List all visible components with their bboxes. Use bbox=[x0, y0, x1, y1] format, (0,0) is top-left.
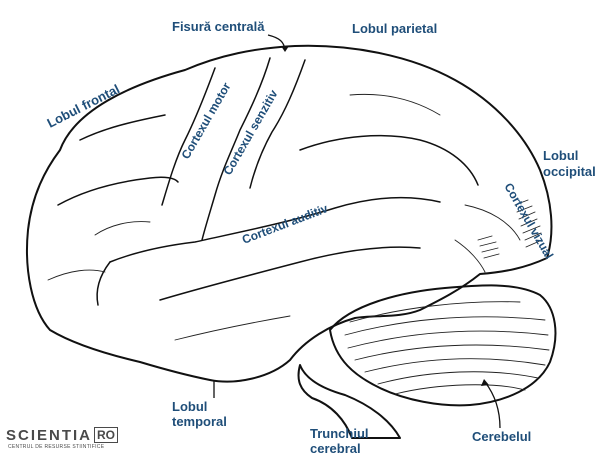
cerebelul-pointer bbox=[484, 381, 501, 429]
lunate-sulcus bbox=[454, 239, 486, 273]
label-fisura-centrala: Fisură centrală bbox=[172, 19, 265, 34]
inferior-temporal-sulcus bbox=[174, 315, 291, 341]
label-lobul-frontal: Lobul frontal bbox=[45, 81, 123, 130]
label-lobul-temporal-2: temporal bbox=[172, 414, 227, 429]
frontal-sulcus-minor bbox=[94, 221, 151, 236]
intraparietal-sulcus bbox=[299, 134, 479, 186]
fisura-centrala-arrowhead bbox=[281, 46, 289, 52]
orbital-sulcus bbox=[47, 269, 106, 281]
lateral-fissure bbox=[109, 196, 441, 263]
brainstem-outline bbox=[297, 364, 401, 439]
postcentral-sulcus bbox=[249, 59, 306, 189]
precentral-sulcus bbox=[161, 67, 216, 206]
visual-cortex-shading bbox=[477, 199, 543, 259]
scientia-logo: SCIENTIA RO CENTRUL DE RESURSE STIINTIFI… bbox=[6, 427, 119, 453]
label-lobul-temporal-1: Lobul bbox=[172, 399, 207, 414]
label-trunchiul-cerebral-1: Trunchiul bbox=[310, 426, 369, 441]
label-cortexul-auditiv: Cortexul auditiv bbox=[240, 201, 330, 247]
superior-temporal-sulcus bbox=[159, 246, 421, 301]
label-lobul-parietal: Lobul parietal bbox=[352, 21, 437, 36]
logo-tagline: CENTRUL DE RESURSE STIINTIFICE bbox=[8, 444, 105, 450]
label-lobul-occipital-2: occipital bbox=[543, 164, 596, 179]
logo-suffix: RO bbox=[94, 427, 119, 443]
cerebellum-folia bbox=[344, 301, 550, 395]
cerebellum-outline bbox=[329, 284, 557, 407]
frontal-sulcus-inferior bbox=[57, 176, 179, 206]
central-fissure bbox=[201, 57, 271, 241]
frontal-sulcus-superior bbox=[79, 114, 166, 141]
cerebelul-arrowhead bbox=[481, 379, 489, 386]
sylvian-branch bbox=[96, 261, 111, 306]
label-trunchiul-cerebral-2: cerebral bbox=[310, 441, 361, 456]
label-cerebelul: Cerebelul bbox=[472, 429, 531, 444]
cerebrum-outline bbox=[25, 44, 553, 383]
logo-brand: SCIENTIA bbox=[6, 427, 93, 444]
occipital-sulcus bbox=[464, 204, 521, 241]
parietal-sulcus bbox=[349, 93, 441, 116]
label-lobul-occipital-1: Lobul bbox=[543, 148, 578, 163]
